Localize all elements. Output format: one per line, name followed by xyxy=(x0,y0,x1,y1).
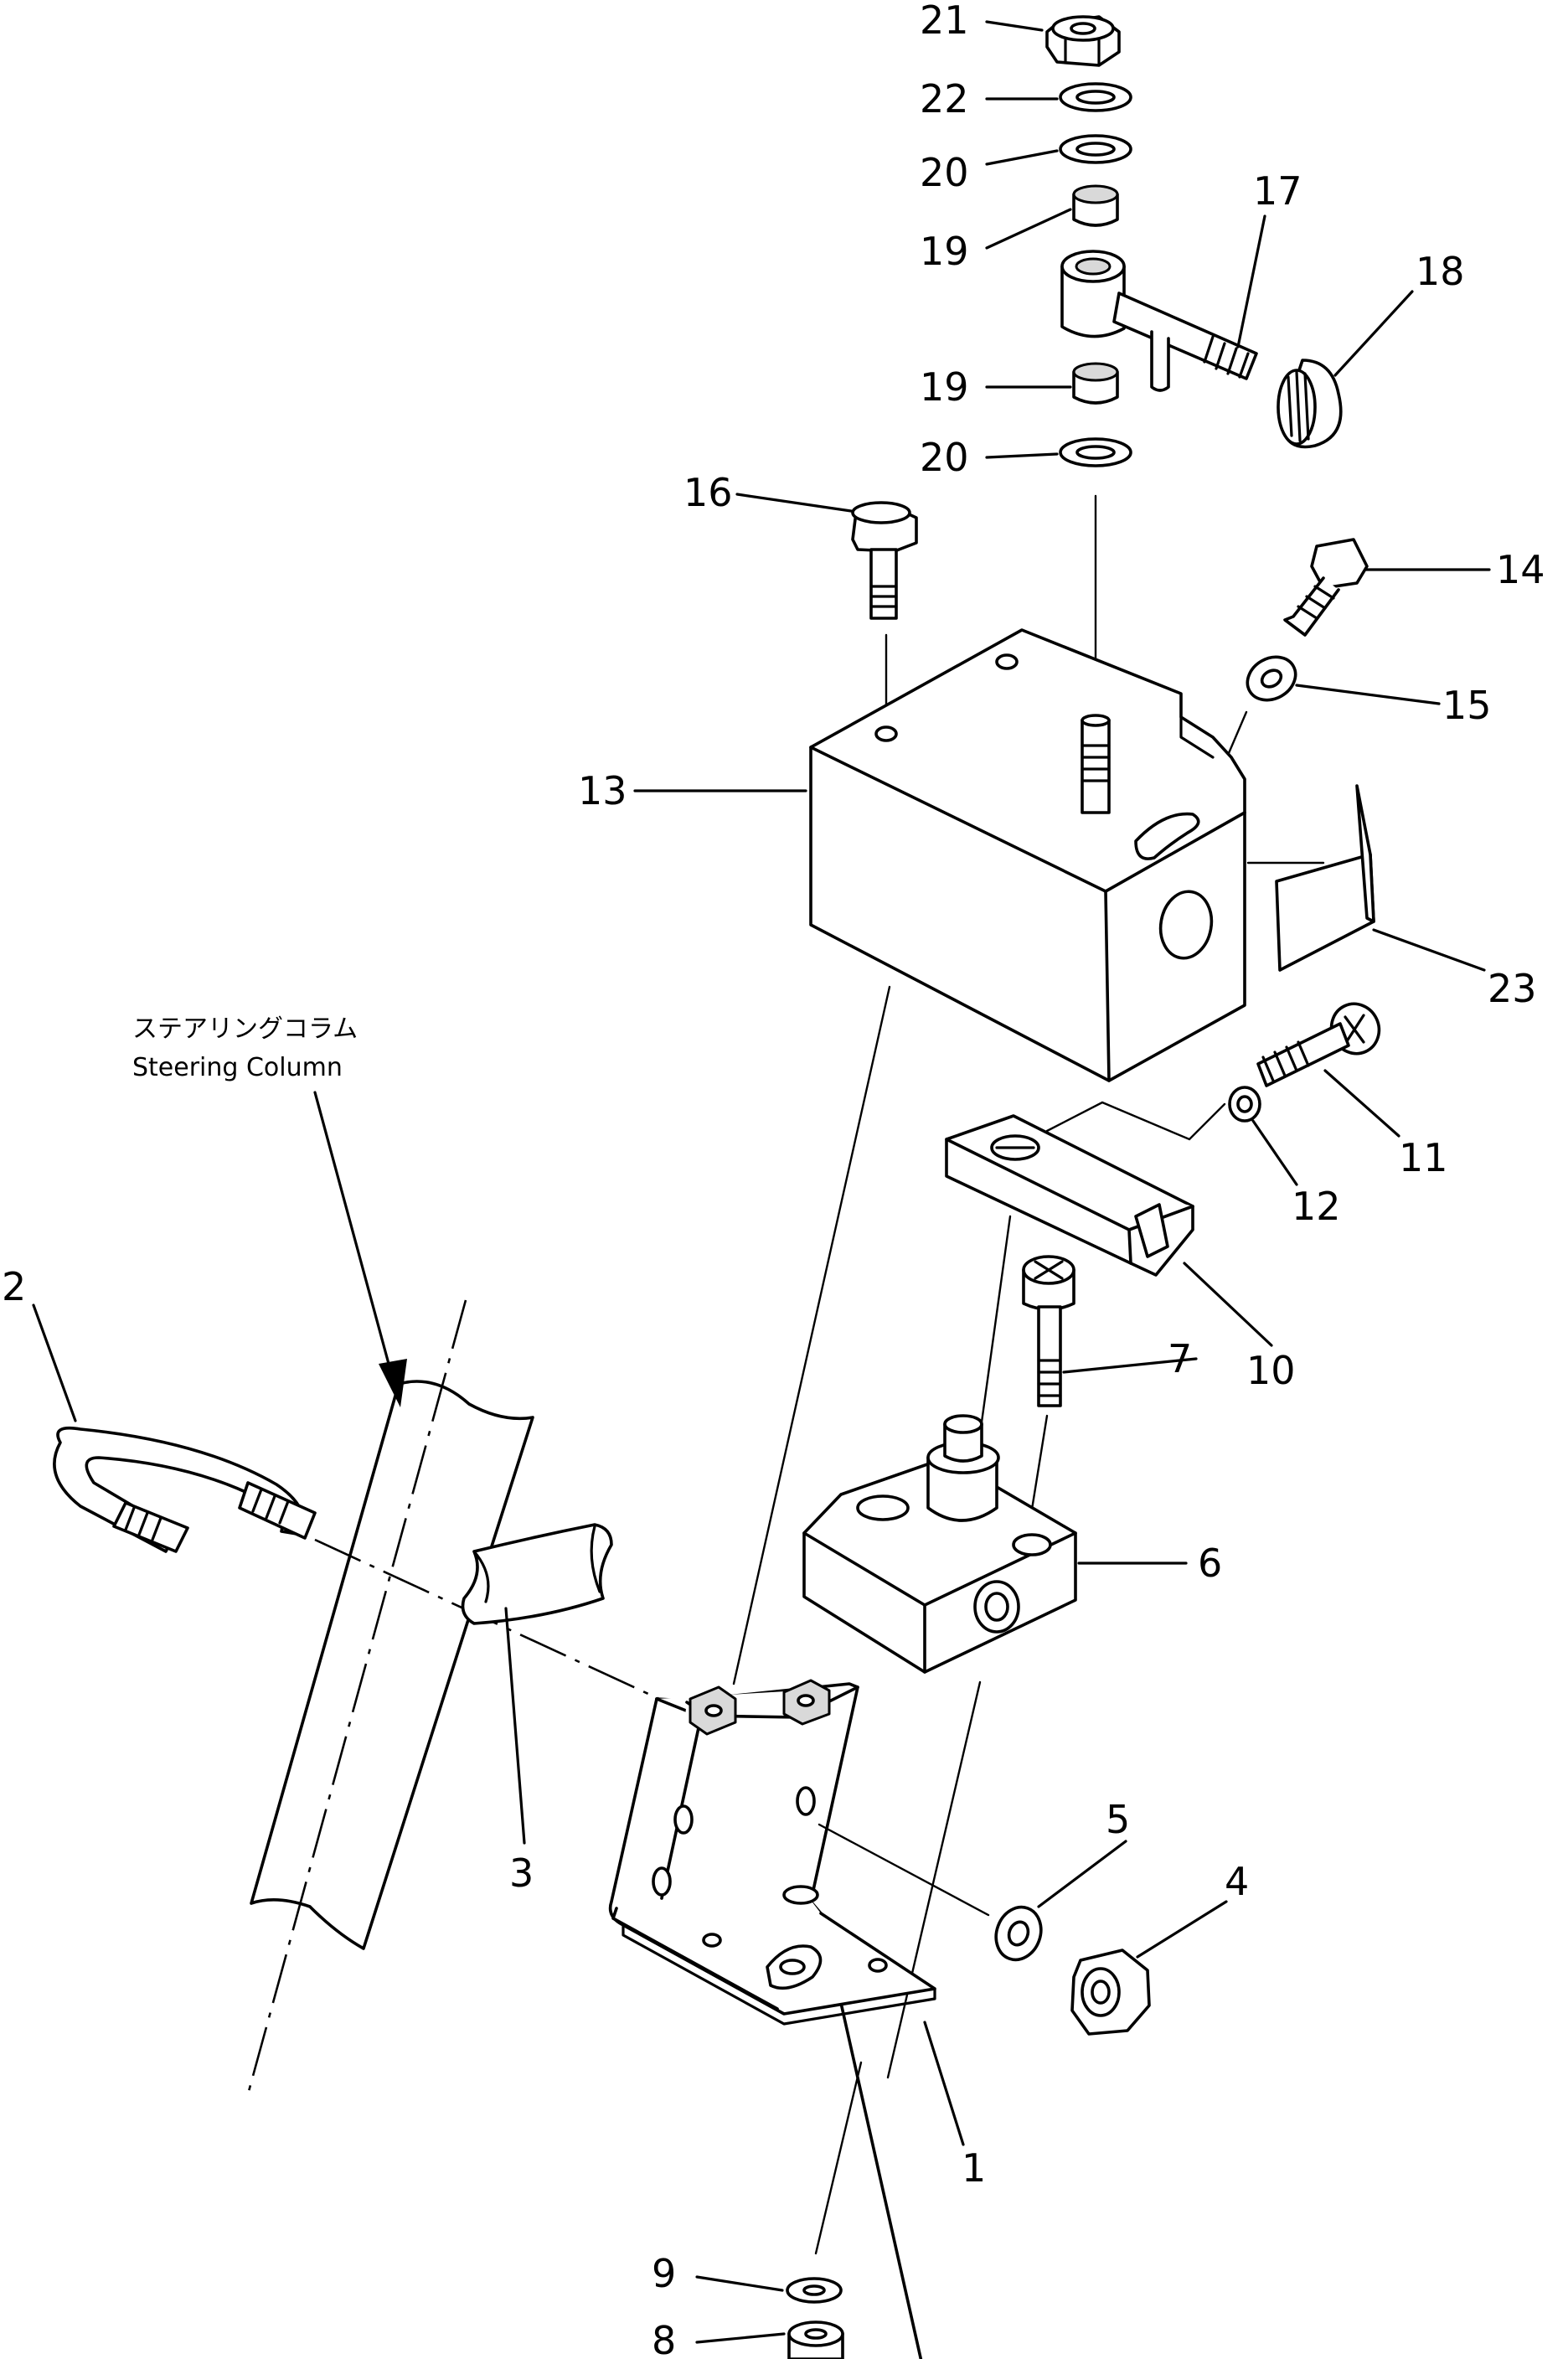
label-8: 8 xyxy=(652,2318,676,2359)
washer-20-upper xyxy=(1059,134,1132,164)
spacer-3 xyxy=(461,1523,613,1625)
bushing-19-lower xyxy=(1072,362,1119,405)
bolt-16 xyxy=(851,501,918,620)
label-20-lower: 20 xyxy=(920,435,969,480)
housing-13 xyxy=(809,628,1246,1082)
label-1: 1 xyxy=(962,2145,986,2191)
nut-4 xyxy=(1070,1949,1151,2036)
label-11: 11 xyxy=(1399,1135,1448,1180)
label-22: 22 xyxy=(920,76,969,121)
knob-18 xyxy=(1277,359,1343,449)
washer-5 xyxy=(994,1905,1043,1962)
label-4: 4 xyxy=(1225,1859,1249,1904)
bolt-14 xyxy=(1283,538,1369,637)
label-16: 16 xyxy=(683,470,733,515)
washer-12 xyxy=(1228,1086,1261,1123)
bracket-1 xyxy=(608,1679,936,2359)
label-5: 5 xyxy=(1106,1797,1130,1842)
label-15: 15 xyxy=(1442,683,1492,728)
label-17: 17 xyxy=(1253,168,1302,214)
bushing-19-upper xyxy=(1072,184,1119,227)
label-19-upper: 19 xyxy=(920,229,969,274)
label-7: 7 xyxy=(1168,1336,1192,1381)
label-3: 3 xyxy=(509,1851,534,1896)
label-13: 13 xyxy=(578,768,627,813)
washer-22 xyxy=(1059,82,1132,112)
caption-japanese: ステアリングコラム xyxy=(132,1014,358,1044)
label-2: 2 xyxy=(2,1264,26,1309)
lever-17 xyxy=(1060,250,1258,392)
u-bolt-2 xyxy=(53,1426,317,1553)
label-21: 21 xyxy=(920,0,969,43)
steering-column xyxy=(246,1299,534,2095)
leader-lines xyxy=(32,20,1491,2344)
label-6: 6 xyxy=(1198,1541,1222,1586)
nut-21 xyxy=(1045,15,1121,67)
label-10: 10 xyxy=(1246,1348,1296,1393)
label-20-upper: 20 xyxy=(920,150,969,195)
switch-6 xyxy=(802,1414,1077,1674)
plate-23 xyxy=(1246,784,1375,972)
label-12: 12 xyxy=(1292,1184,1341,1229)
caption-arrow xyxy=(313,1091,407,1407)
caption-english: Steering Column xyxy=(132,1053,343,1082)
clamp-10 xyxy=(945,1114,1194,1277)
washer-15 xyxy=(1246,655,1297,702)
bolt-11 xyxy=(1256,1002,1381,1087)
bolt-7 xyxy=(1022,1255,1075,1407)
label-9: 9 xyxy=(652,2251,676,2296)
label-23: 23 xyxy=(1488,966,1537,1011)
nut-8 xyxy=(787,2320,844,2359)
washer-9 xyxy=(786,2277,843,2304)
label-18: 18 xyxy=(1416,249,1465,294)
washer-20-lower xyxy=(1059,437,1132,467)
label-14: 14 xyxy=(1496,547,1545,592)
label-19-lower: 19 xyxy=(920,364,969,410)
steering-column-caption: ステアリングコラム Steering Column xyxy=(132,1014,358,1082)
